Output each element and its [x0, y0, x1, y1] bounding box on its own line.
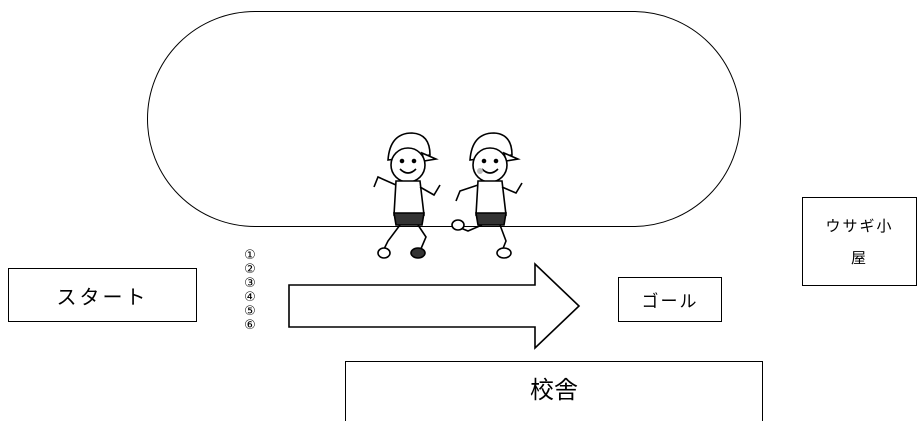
lane-number: ③ [244, 276, 256, 291]
rabbit-hutch-label: ウサギ小屋 [802, 197, 917, 286]
lane-number: ⑤ [244, 304, 256, 319]
goal-label: ゴール [618, 277, 722, 322]
running-track [147, 11, 741, 227]
school-building-label: 校舎 [345, 361, 763, 421]
direction-arrow [288, 262, 581, 350]
lane-number: ④ [244, 290, 256, 305]
running-children-illustration [373, 132, 523, 259]
lane-number: ① [244, 248, 256, 263]
child-runner-right [451, 132, 523, 259]
lane-number: ② [244, 262, 256, 277]
lane-number-list: ① ② ③ ④ ⑤ ⑥ [238, 249, 262, 333]
lane-number: ⑥ [244, 318, 256, 333]
start-label: スタート [8, 268, 197, 322]
child-runner-left [373, 132, 441, 259]
